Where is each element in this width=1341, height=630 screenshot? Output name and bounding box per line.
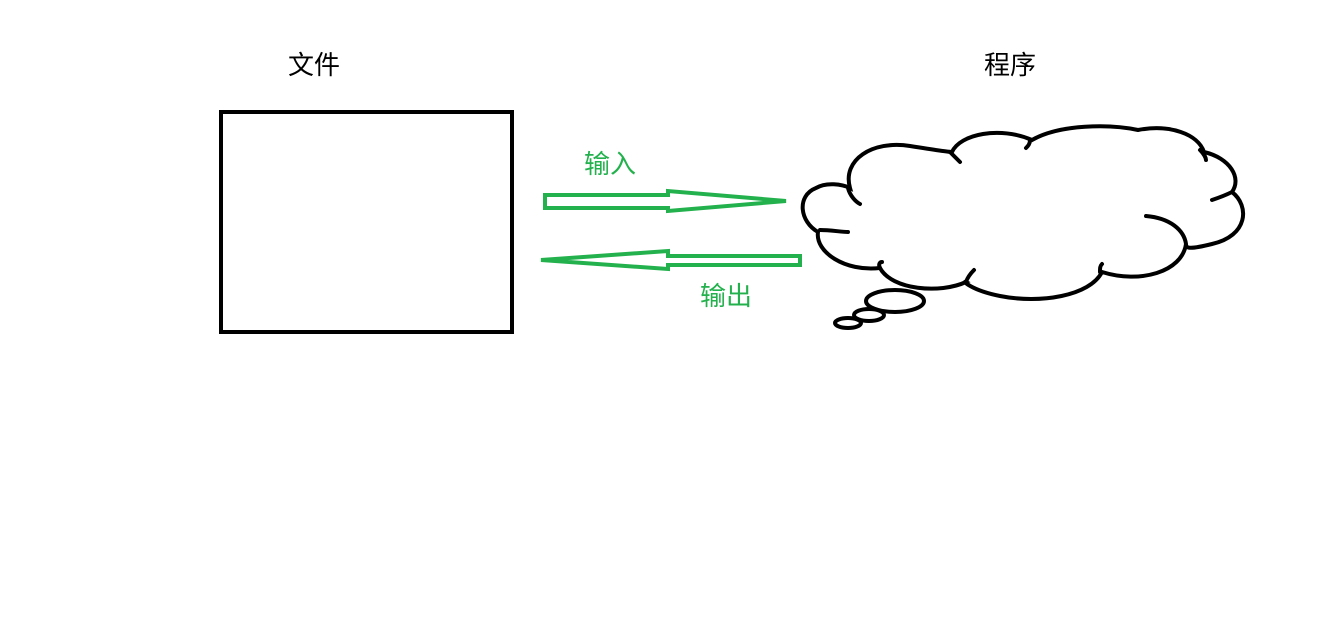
cloud-outline	[800, 124, 1246, 301]
cloud-inner-arc	[964, 268, 976, 284]
cloud-inner-arc	[1198, 148, 1208, 162]
thought-bubble-small	[833, 316, 863, 330]
file-box	[219, 110, 514, 334]
cloud-inner-arc	[877, 260, 884, 270]
output-arrow	[540, 248, 802, 272]
file-label: 文件	[288, 51, 341, 81]
cloud-inner-arc	[1098, 262, 1104, 274]
thought-bubble-large	[864, 288, 926, 314]
cloud-inner-arc	[948, 150, 962, 164]
output-label: 输出	[700, 282, 753, 312]
cloud-inner-arc	[1024, 138, 1032, 150]
input-label: 输入	[584, 150, 637, 180]
input-arrow	[543, 188, 787, 214]
cloud-inner-arc	[1144, 214, 1188, 246]
thought-bubble-medium	[852, 307, 886, 323]
cloud-inner-arc	[846, 186, 862, 206]
cloud-inner-arc	[818, 228, 850, 234]
cloud-inner-arc	[1210, 190, 1234, 202]
program-cloud	[800, 124, 1246, 301]
program-label: 程序	[984, 51, 1037, 81]
